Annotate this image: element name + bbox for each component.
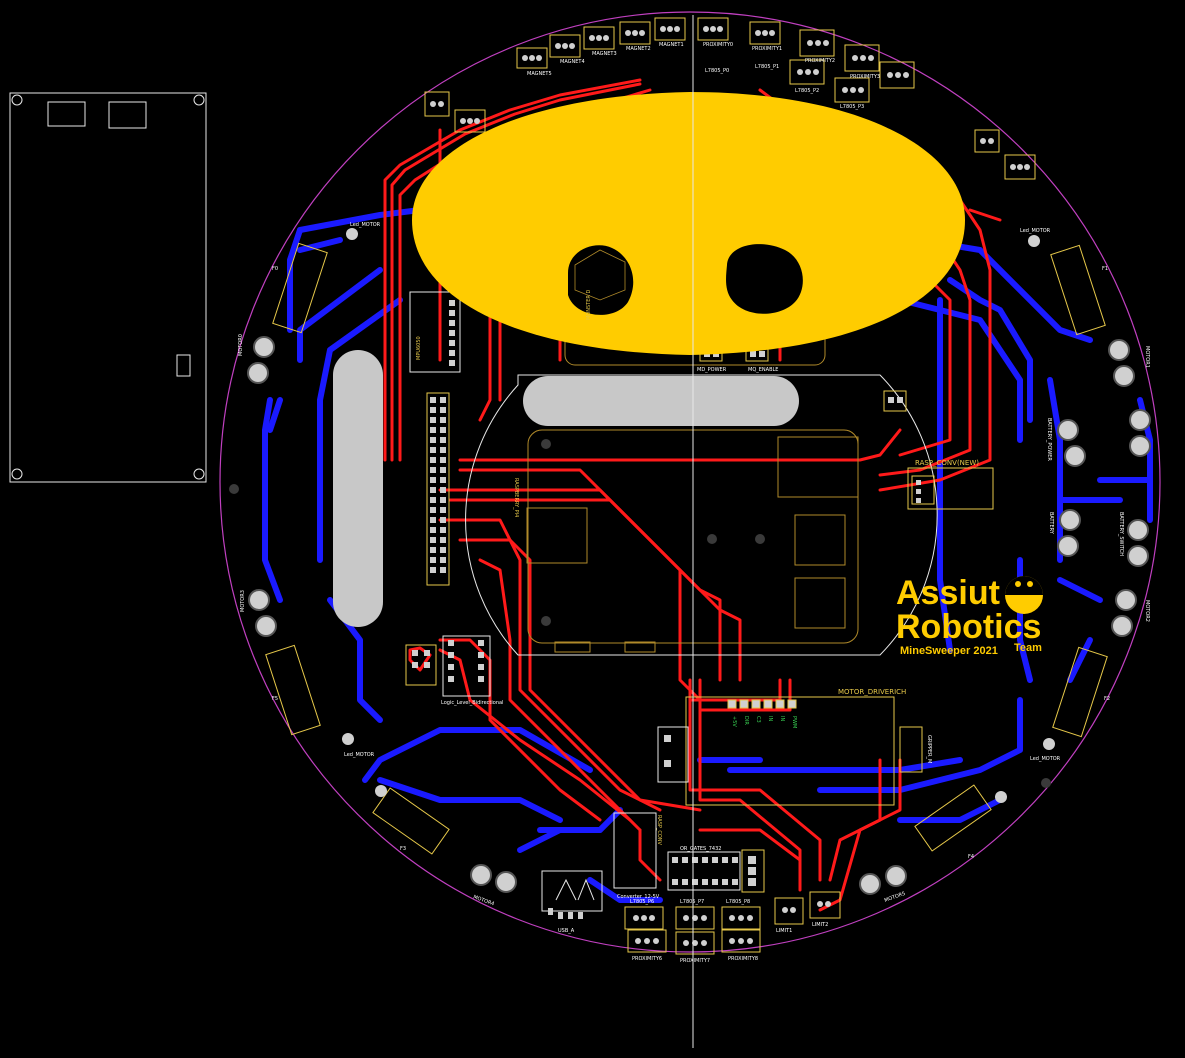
brand-line-1: Assiut — [896, 574, 1000, 612]
bottom-connector-labels: L7805_P6 L7805_P7 L7805_P8 PROXIMITY6 PR… — [630, 899, 828, 964]
magnet-label-2: MAGNET2 — [626, 46, 651, 52]
magnet-label-1: MAGNET1 — [659, 42, 684, 48]
proximity-label-7: PROXIMITY7 — [680, 958, 710, 964]
mounting-holes — [229, 439, 1051, 788]
top-connector-labels: MAGNET5 MAGNET4 MAGNET3 MAGNET2 MAGNET1 … — [527, 42, 880, 110]
motor-label-1: MOTOR1 — [1144, 346, 1150, 368]
motor-label-3: MOTOR3 — [240, 590, 246, 612]
l7805-label-1: L7805_P1 — [755, 64, 779, 70]
magnet-label-5: MAGNET5 — [527, 71, 552, 77]
mq-enable-label: MQ_ENABLE — [748, 367, 778, 373]
battery-switch-label: BATTERY_SWITCH — [1118, 512, 1124, 556]
team-logo: Assiut Robotics Team MineSweeper 2021 — [896, 574, 1043, 657]
fuse-label-4: F4 — [968, 854, 974, 860]
monster-label: MONSTER D — [586, 290, 592, 320]
battery-label: BATTERY — [1048, 512, 1054, 535]
motor-pin-2: C3 — [755, 716, 761, 723]
proximity-label-8: PROXIMITY8 — [728, 956, 758, 962]
proximity-label-0: PROXIMITY0 — [703, 42, 733, 48]
fuse-label-5: F5 — [272, 696, 278, 702]
side-board-outline — [9, 92, 207, 483]
or-gates-label: OR_GATES_7432 — [680, 846, 721, 852]
or-gates-ic: OR_GATES_7432 — [667, 846, 765, 893]
brand-subtitle: MineSweeper 2021 — [900, 645, 998, 657]
motor-pin-3: IN — [767, 716, 773, 721]
md-power-label: MD_POWER — [697, 367, 727, 373]
rasp-conv-new-label: RASP_CONV(NEW) — [915, 459, 979, 467]
raspberry-header: RASPBERRY_PI4 — [426, 392, 519, 586]
limit-label-2: LIMIT2 — [812, 922, 828, 928]
rasp-conv-new-module: RASP_CONV(NEW) — [883, 390, 994, 510]
motor-pin-0: +5V — [731, 716, 737, 727]
motor-label-0: MOTOR0 — [238, 334, 244, 356]
proximity-label-2: PROXIMITY2 — [805, 58, 835, 64]
led-label-2: Led_MOTOR — [344, 752, 375, 758]
motor-label-5: MOTOR5 — [884, 891, 907, 904]
converter-label: Converter_12-5V — [617, 894, 660, 900]
rasp-conv-module: RASP_CONV Converter_12-5V — [613, 726, 689, 900]
led-label-1: Led_MOTOR — [1020, 228, 1051, 234]
l7805-label-2: L7805_P2 — [795, 88, 819, 94]
motor-driver-label: MOTOR_DRIVERICH — [838, 688, 906, 696]
cutout-center-slot — [523, 376, 799, 426]
logic-level-module: Logic_Level_Bidirectional — [405, 635, 503, 706]
proximity-label-6: PROXIMITY6 — [632, 956, 662, 962]
bottom-connector-pins — [633, 901, 831, 946]
gripper-label: GRIPPER_M — [926, 735, 932, 763]
motor-pads — [247, 336, 1151, 895]
led-label-0: Led_MOTOR — [350, 222, 381, 228]
l7805-label-3: L7805_P3 — [840, 104, 864, 110]
board-outline — [219, 11, 1161, 953]
yellow-mascot-shape: MONSTER D — [412, 92, 965, 355]
motor-pin-4: IN — [779, 716, 785, 721]
motor-driver-footprint: MOTOR_DRIVERICH +5V DIR C3 IN IN PWM GRI… — [685, 688, 932, 806]
l7805-label-8: L7805_P8 — [726, 899, 750, 905]
led-labels: Led_MOTOR Led_MOTOR Led_MOTOR Led_MOTOR — [344, 222, 1061, 762]
fuse-labels: F0 F1 F2 F3 F4 F5 — [272, 266, 1110, 860]
rasp-conv-label: RASP_CONV — [656, 815, 662, 846]
led-pads — [342, 228, 1055, 803]
led-label-3: Led_MOTOR — [1030, 756, 1061, 762]
magnet-label-4: MAGNET4 — [560, 59, 585, 65]
fuse-label-1: F1 — [1102, 266, 1108, 272]
mpu-module: MPU6050 — [409, 291, 461, 373]
top-connectors — [424, 17, 1036, 180]
raspberry-pi-label: RASPBERRY_PI4 — [513, 478, 519, 517]
usb-connector: USB_A — [541, 870, 603, 934]
proximity-label-1: PROXIMITY1 — [752, 46, 782, 52]
fuses — [265, 242, 1108, 855]
fuse-label-2: F2 — [1104, 696, 1110, 702]
bottom-connectors — [624, 891, 841, 955]
l7805-label-6: L7805_P6 — [630, 899, 654, 905]
brand-line-2: Robotics — [896, 608, 1041, 646]
brand-team: Team — [1014, 642, 1042, 654]
proximity-label-3: PROXIMITY3 — [850, 74, 880, 80]
limit-label-1: LIMIT1 — [776, 928, 792, 934]
motor-label-2: MOTOR2 — [1144, 600, 1150, 622]
usb-label: USB_A — [558, 928, 575, 934]
fuse-label-0: F0 — [272, 266, 278, 272]
fuse-label-3: F3 — [400, 846, 406, 852]
logic-level-label: Logic_Level_Bidirectional — [441, 700, 503, 706]
top-connector-pins — [430, 26, 1030, 170]
motor-label-4: MOTOR4 — [472, 894, 495, 907]
motor-pin-1: DIR — [743, 716, 749, 725]
l7805-label-7: L7805_P7 — [680, 899, 704, 905]
cutout-left-slot — [333, 350, 383, 627]
mpu-label: MPU6050 — [416, 336, 422, 360]
motor-pin-5: PWM — [791, 716, 797, 728]
l7805-label-0: L7805_P0 — [705, 68, 729, 74]
magnet-label-3: MAGNET3 — [592, 51, 617, 57]
battery-power-label: BATTERY_POWER — [1046, 418, 1052, 461]
